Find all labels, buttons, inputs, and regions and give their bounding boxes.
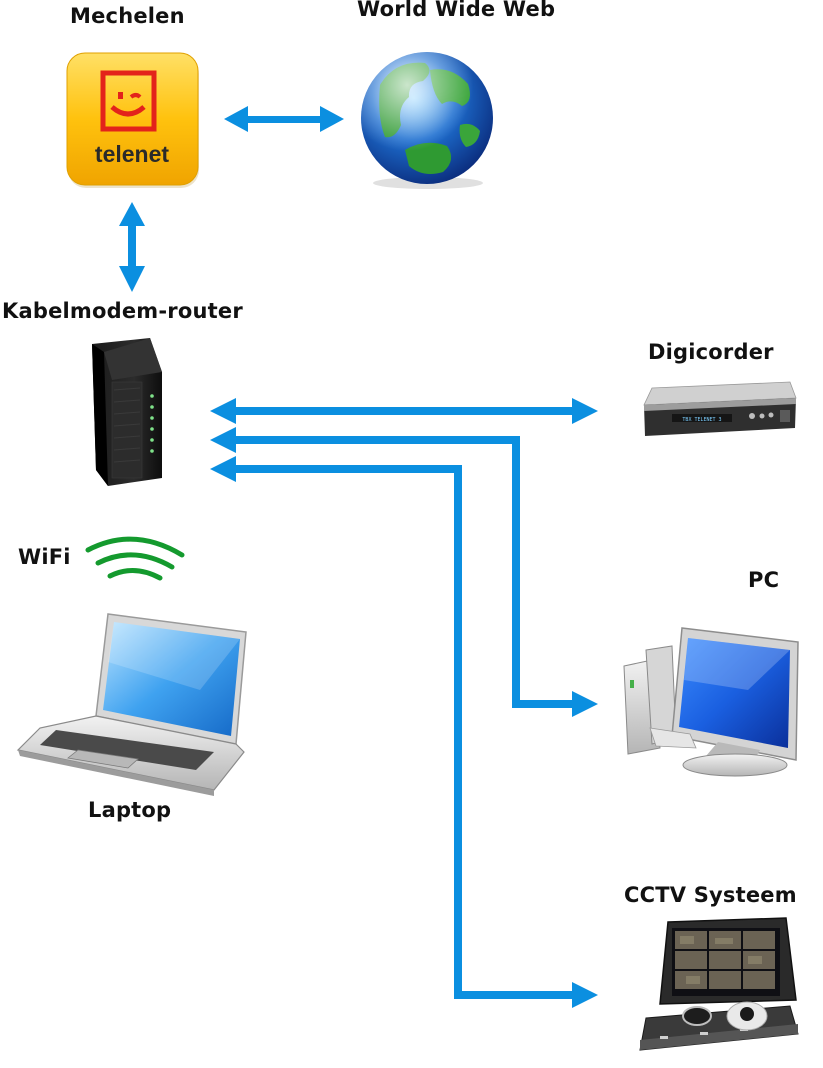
label-digicorder: Digicorder bbox=[648, 340, 774, 364]
digicorder-icon: TBX TELENET 3 bbox=[643, 381, 797, 436]
label-wifi: WiFi bbox=[18, 545, 71, 569]
cctv-icon bbox=[639, 917, 799, 1051]
label-kabelmodem-router: Kabelmodem-router bbox=[2, 299, 243, 323]
arrow-router-cctv bbox=[210, 456, 598, 1008]
label-laptop: Laptop bbox=[88, 798, 172, 822]
wifi-icon bbox=[85, 536, 185, 581]
router-icon bbox=[92, 338, 162, 486]
label-world-wide-web: World Wide Web bbox=[357, 0, 556, 21]
digicorder-display-text: TBX TELENET 3 bbox=[682, 417, 721, 423]
laptop-icon bbox=[16, 613, 247, 796]
label-pc: PC bbox=[748, 568, 780, 592]
label-cctv-systeem: CCTV Systeem bbox=[624, 883, 797, 907]
telenet-brand-text: telenet bbox=[95, 141, 169, 167]
pc-icon bbox=[623, 627, 799, 777]
arrow-telenet-www bbox=[224, 106, 344, 132]
label-mechelen: Mechelen bbox=[70, 4, 185, 28]
telenet-logo: telenet bbox=[66, 52, 199, 188]
arrow-router-digicorder bbox=[210, 398, 598, 424]
arrow-telenet-router bbox=[119, 202, 145, 292]
globe-icon bbox=[361, 52, 493, 189]
arrow-router-pc bbox=[210, 427, 598, 717]
